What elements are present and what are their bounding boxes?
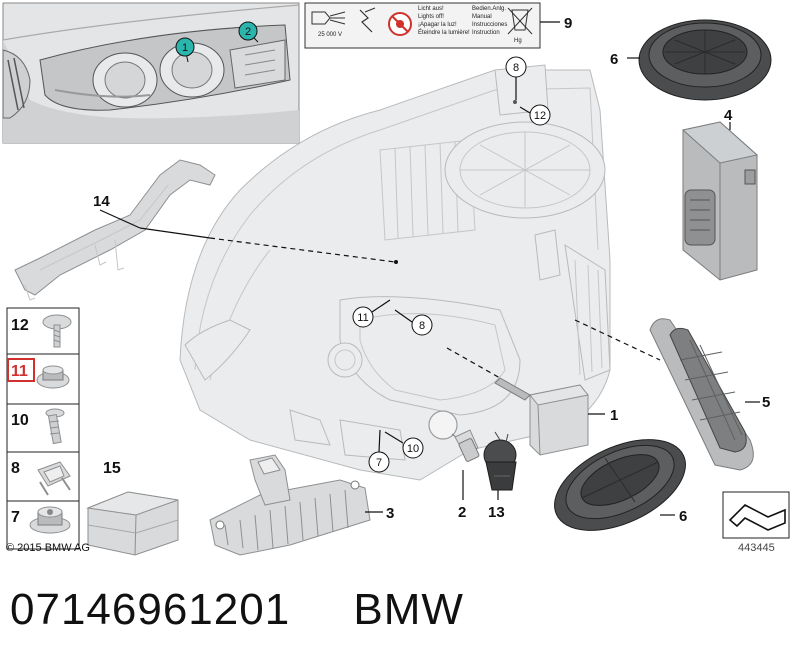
part-15-box (86, 491, 179, 556)
label-line-5: Bedien.Anlg. (472, 6, 506, 12)
callout-11: 11 (357, 312, 368, 324)
screw-10 (45, 408, 65, 445)
clip-8 (37, 461, 71, 496)
kit-num-8: 8 (11, 460, 20, 477)
footer-caption: 07146961201 BMW (10, 585, 790, 645)
callout-2: 2 (458, 504, 466, 521)
kit-num-7: 7 (11, 509, 20, 526)
label-hg: Hg (514, 38, 522, 44)
part-6-top-cover (638, 19, 772, 101)
label-line-3: ¡Apagar la luz! (418, 22, 457, 28)
callout-14: 14 (93, 193, 110, 210)
kit-num-12: 12 (11, 317, 29, 334)
inset-marker-1: 1 (182, 42, 188, 54)
label-line-7: Instrucciones (472, 22, 507, 28)
copyright-text: © 2015 BMW AG (6, 542, 90, 554)
callout-1: 1 (610, 407, 618, 424)
part-13-socket (483, 431, 517, 491)
callout-3: 3 (386, 505, 394, 522)
kit-highlight-11 (7, 358, 35, 382)
part-number: 07146961201 (10, 585, 291, 634)
callout-15: 15 (103, 460, 121, 477)
callout-9: 9 (564, 15, 572, 32)
kit-num-11: 11 (11, 363, 28, 380)
orientation-arrow-icon (722, 491, 790, 539)
nut-11 (36, 365, 70, 389)
headlight-housing (179, 64, 611, 481)
kit-num-10: 10 (11, 412, 29, 429)
label-line-6: Manual (472, 14, 492, 20)
callout-8-top: 8 (513, 62, 519, 74)
label-line-8: Instruction (472, 30, 500, 36)
label-line-4: Éteindre la lumière! (418, 29, 470, 36)
diagram-id: 443445 (738, 542, 775, 554)
callout-8-middle: 8 (419, 320, 425, 332)
small-parts-kit: 12 11 10 8 7 (6, 307, 80, 550)
warning-label: 25 000 V Licht aus! Lights off! ¡Apagar … (304, 2, 541, 49)
part-4-control-module (681, 121, 759, 281)
label-line-1: Licht aus! (418, 6, 444, 12)
screw-12 (42, 314, 72, 348)
callout-12: 12 (534, 110, 546, 122)
part-5-vent-grille (649, 318, 754, 471)
callout-10: 10 (407, 443, 419, 455)
part-2-bulb (428, 410, 480, 462)
part-3-heatsink (209, 454, 371, 556)
part-14-bracket (14, 159, 216, 301)
label-voltage: 25 000 V (318, 32, 342, 38)
vehicle-inset: 1 2 (2, 2, 300, 144)
inset-marker-2: 2 (245, 26, 251, 38)
callout-5: 5 (762, 394, 770, 411)
part-6-bottom-cover (554, 439, 686, 531)
part-1-ballast (494, 377, 589, 456)
callout-6-top: 6 (610, 51, 618, 68)
label-line-2: Lights off! (418, 14, 444, 20)
callout-4: 4 (724, 107, 733, 124)
grommet-7 (29, 506, 71, 534)
callout-6-bottom: 6 (679, 508, 687, 525)
callout-13: 13 (488, 504, 505, 521)
brand-name: BMW (353, 585, 464, 634)
callout-7: 7 (376, 457, 382, 469)
